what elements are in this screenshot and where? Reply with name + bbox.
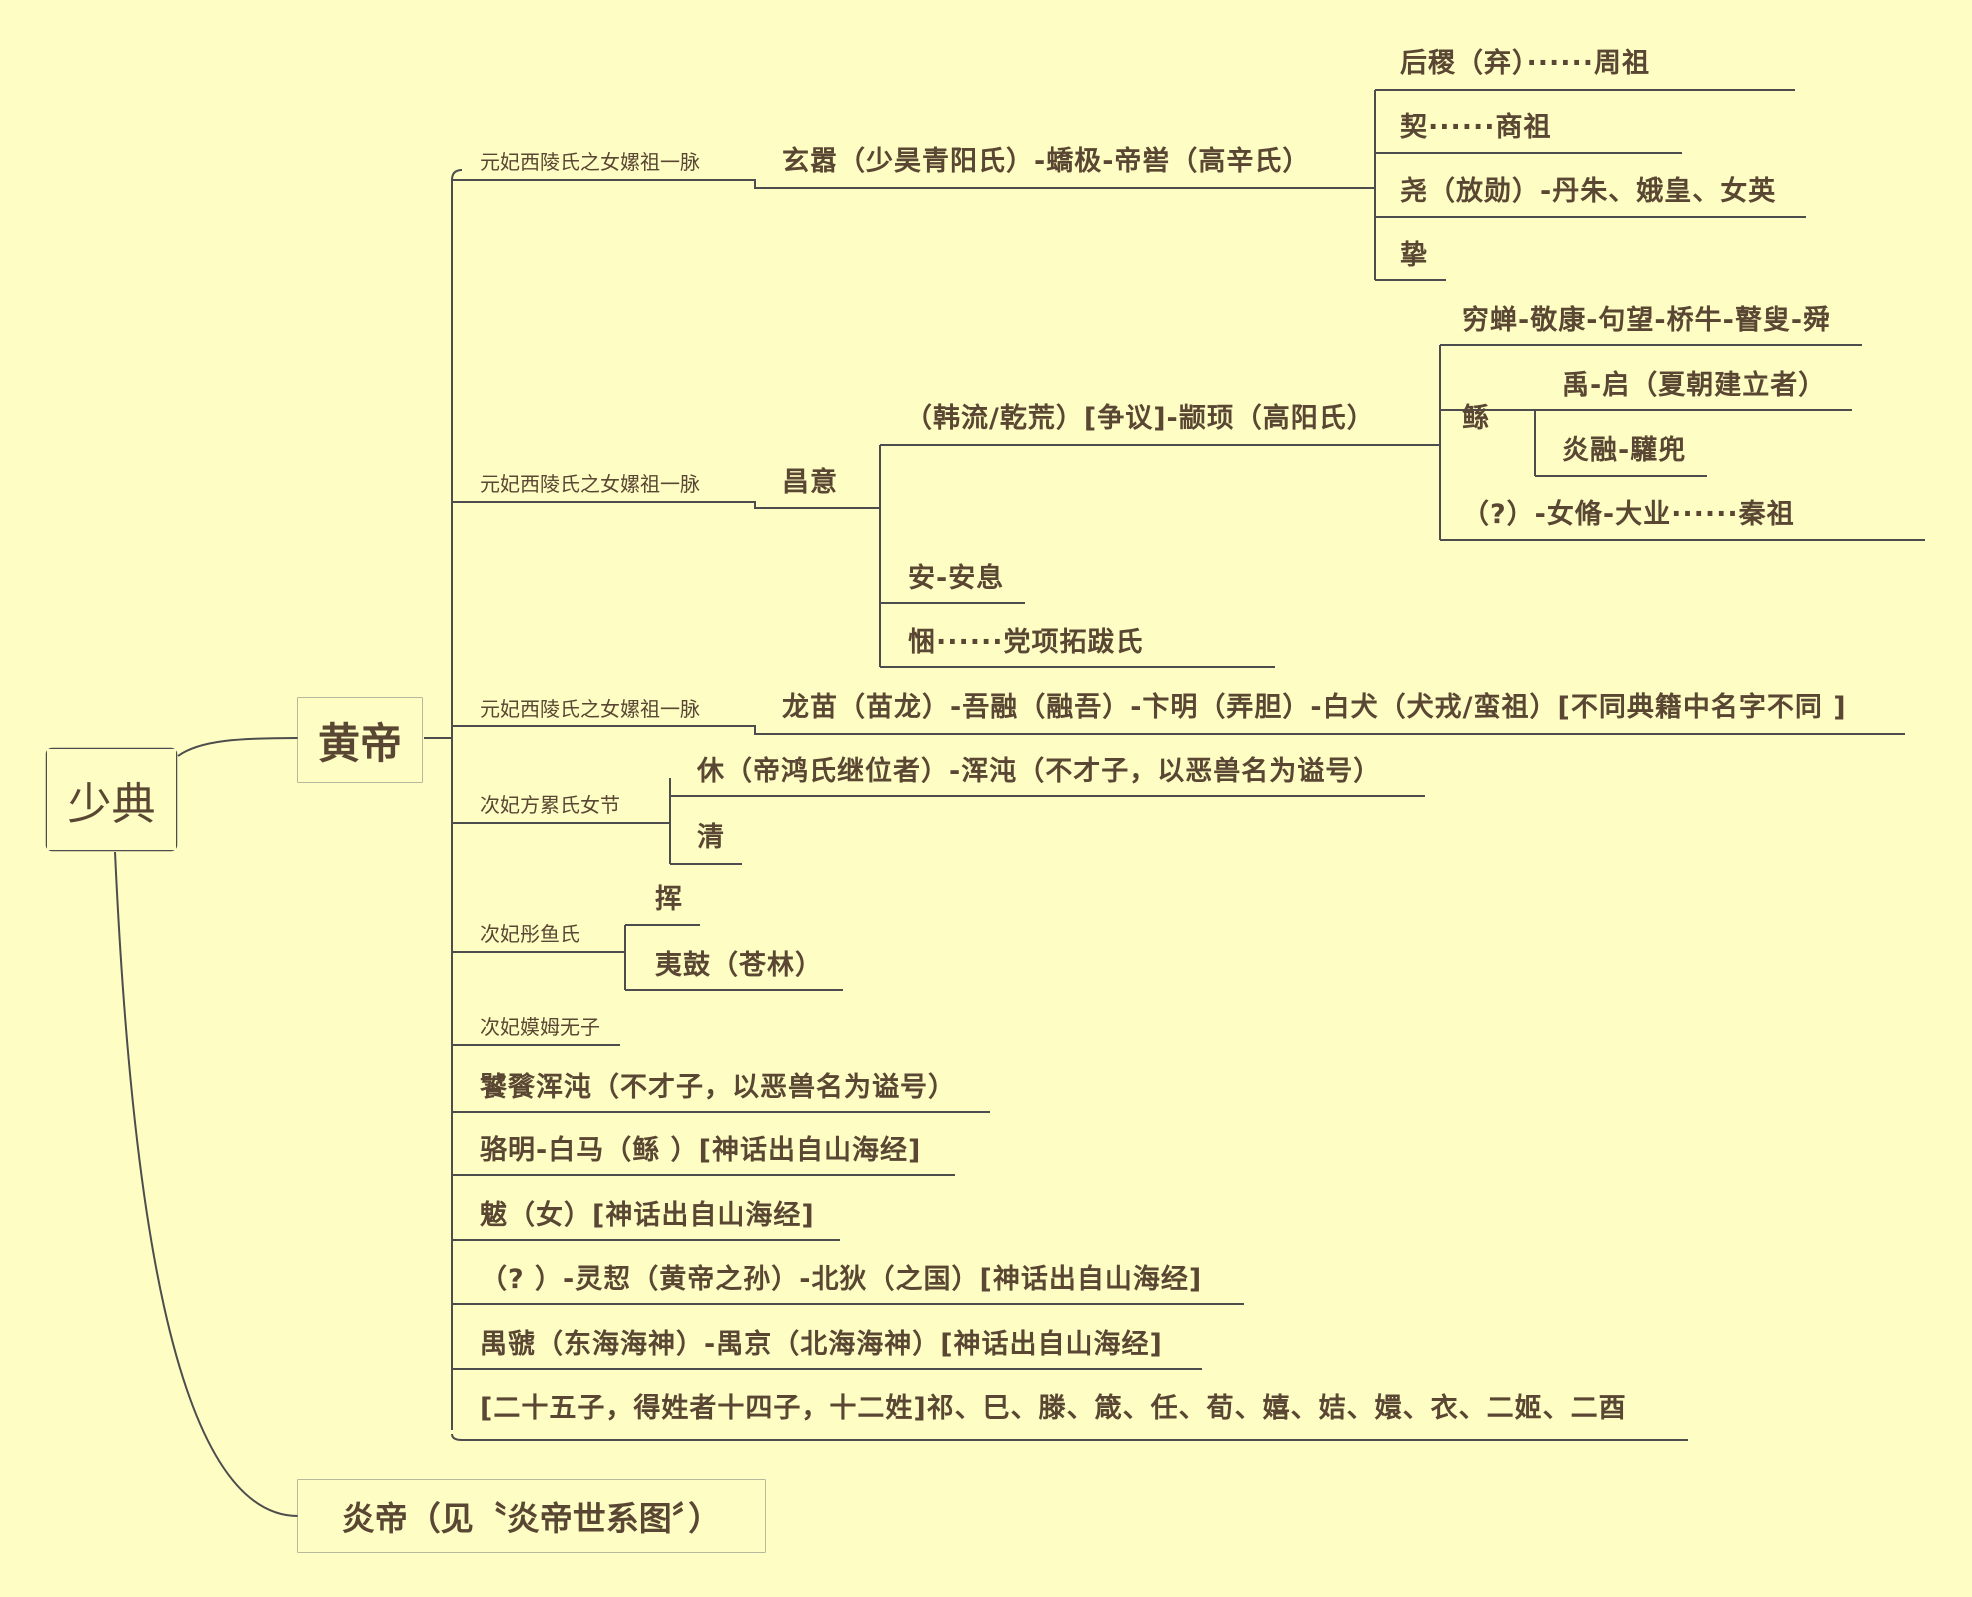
root-node-shaodian[interactable]: 少典 xyxy=(47,749,176,850)
node-zhuanxu[interactable]: （韩流/乾荒）[争议]-颛顼（高阳氏） xyxy=(905,403,1375,434)
spouse-label-b4: 次妃方累氏女节 xyxy=(480,793,620,817)
node-nvxiu[interactable]: （?）-女脩-大业······秦祖 xyxy=(1462,499,1795,530)
spouse-label-b3: 元妃西陵氏之女嫘祖一脉 xyxy=(480,697,700,721)
node-huangdi[interactable]: 黄帝 xyxy=(298,698,422,782)
node-xuanxiao[interactable]: 玄嚣（少昊青阳氏）-蟜极-帝喾（高辛氏） xyxy=(782,146,1311,177)
node-luoming[interactable]: 骆明-白马（鲧 ）[神话出自山海经] xyxy=(480,1135,922,1166)
connector-root-huangdi xyxy=(177,737,299,757)
node-yao[interactable]: 尧（放勋）-丹朱、娥皇、女英 xyxy=(1400,176,1777,207)
node-ba[interactable]: 魃（女）[神话出自山海经] xyxy=(480,1200,815,1231)
node-yandi[interactable]: 炎帝（见〝炎帝世系图〞） xyxy=(298,1480,765,1552)
node-yuguo[interactable]: 禺虢（东海海神）-禺京（北海海神）[神话出自山海经] xyxy=(480,1329,1163,1360)
node-zhi[interactable]: 挚 xyxy=(1400,240,1428,271)
connector-root-yandi xyxy=(114,851,299,1517)
node-chang[interactable]: 悃······党项拓跋氏 xyxy=(908,627,1144,658)
node-longmiao[interactable]: 龙苗（苗龙）-吾融（融吾）-卞明（弄胆）-白犬（犬戎/蛮祖）[不同典籍中名字不同… xyxy=(782,692,1847,723)
node-qing[interactable]: 清 xyxy=(697,822,725,853)
node-changyi[interactable]: 昌意 xyxy=(782,467,838,498)
spouse-label-b6: 次妃嫫姆无子 xyxy=(480,1015,600,1039)
spouse-label-b1: 元妃西陵氏之女嫘祖一脉 xyxy=(480,150,700,174)
node-yanrong[interactable]: 炎融-驩兜 xyxy=(1562,435,1687,466)
spouse-label-b2: 元妃西陵氏之女嫘祖一脉 xyxy=(480,472,700,496)
node-lingqi[interactable]: （? ）-灵恝（黄帝之孙）-北狄（之国）[神话出自山海经] xyxy=(480,1264,1203,1295)
spouse-label-b5: 次妃彤鱼氏 xyxy=(480,922,580,946)
node-qiongchan[interactable]: 穷蝉-敬康-句望-桥牛-瞽叟-舜 xyxy=(1462,305,1832,336)
node-xiu[interactable]: 休（帝鸿氏继位者）-浑沌（不才子，以恶兽名为谥号） xyxy=(697,756,1382,787)
node-houji[interactable]: 后稷（弃）······周祖 xyxy=(1400,48,1651,79)
node-hui[interactable]: 挥 xyxy=(655,884,683,915)
node-yu[interactable]: 禹-启（夏朝建立者） xyxy=(1562,370,1827,401)
node-twentyfive-sons[interactable]: [二十五子，得姓者十四子，十二姓]祁、巳、滕、箴、任、荀、嬉、姞、嬛、衣、二姬、… xyxy=(480,1393,1627,1424)
node-taotie[interactable]: 饕餮浑沌（不才子，以恶兽名为谥号） xyxy=(480,1072,956,1103)
node-gun[interactable]: 鲧 xyxy=(1462,403,1490,434)
node-an[interactable]: 安-安息 xyxy=(908,563,1005,594)
node-qi[interactable]: 契······商祖 xyxy=(1400,112,1552,143)
node-yigu[interactable]: 夷鼓（苍林） xyxy=(655,950,823,981)
